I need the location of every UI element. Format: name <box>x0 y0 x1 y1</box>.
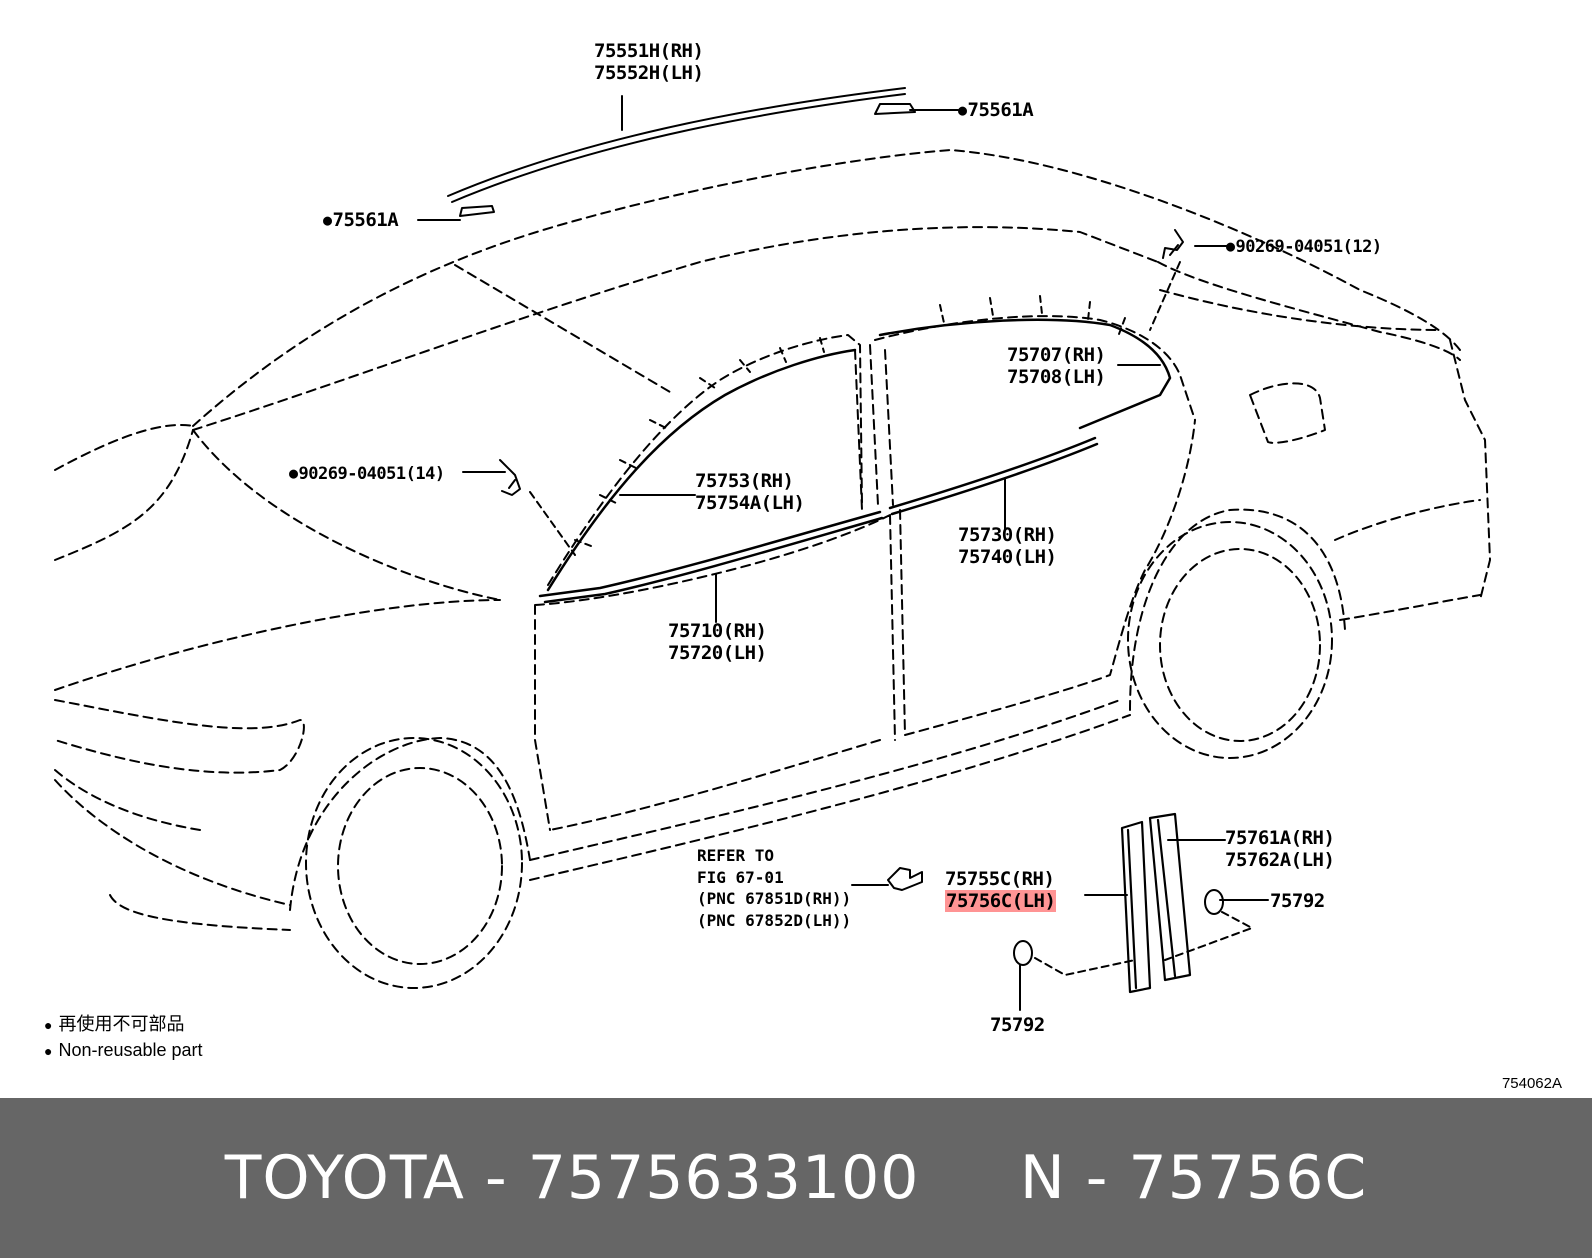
label-b-pillar-garnish-lh: 75762A(LH) <box>1225 849 1335 871</box>
label-front-door-frame-lh: 75754A(LH) <box>695 492 805 514</box>
front-belt-molding <box>538 510 884 604</box>
rear-door-body <box>899 419 1196 736</box>
windshield-edge <box>192 264 671 601</box>
rear-belt-molding <box>888 436 1099 516</box>
front-door-frame <box>547 334 863 586</box>
label-b-pillar-garnish: 75761A(RH) 75762A(LH) <box>1225 827 1335 871</box>
refer-note: REFER TO FIG 67-01 (PNC 67851D(RH)) (PNC… <box>697 845 851 931</box>
front-wheel-arch <box>289 737 531 911</box>
clip-rear-pillar-dash <box>1149 261 1181 331</box>
label-front-belt: 75710(RH) 75720(LH) <box>668 620 767 664</box>
b-pillar <box>854 344 894 511</box>
front-frame-ticks <box>574 337 825 547</box>
label-clip-lower: 75792 <box>990 1014 1045 1036</box>
clip-rear-part <box>874 103 916 115</box>
label-rear-belt-rh: 75730(RH) <box>958 524 1057 546</box>
label-roof-mold: 75551H(RH) 75552H(LH) <box>594 40 704 84</box>
rear-frame-molding <box>878 318 1172 430</box>
label-b-pillar-rear-rh: 75755C(RH) <box>945 868 1055 890</box>
clip-front-part <box>459 205 495 217</box>
front-door-body <box>534 514 896 831</box>
label-rear-door-frame-lh: 75708(LH) <box>1007 366 1106 388</box>
legend-english: Non-reusable part <box>58 1040 203 1060</box>
clip-dash-lines <box>1034 911 1253 976</box>
label-front-door-frame-rh: 75753(RH) <box>695 470 794 492</box>
label-b-pillar-rear-lh: 75756C(LH) <box>945 890 1057 912</box>
roof-outline <box>192 149 1461 427</box>
front-wheel-outer <box>305 737 523 989</box>
refer-line-2: FIG 67-01 <box>697 867 784 887</box>
hood-lines <box>54 424 501 774</box>
legend-english-row: ● Non-reusable part <box>44 1038 203 1064</box>
front-bumper <box>54 769 291 931</box>
bullet-icon: ● <box>44 1017 53 1033</box>
footer-ref-code: N - 75756C <box>1019 1143 1368 1213</box>
refer-bracket <box>887 867 923 891</box>
front-frame-molding <box>546 348 857 592</box>
label-b-pillar-garnish-rh: 75761A(RH) <box>1225 827 1335 849</box>
rear-quarter <box>1334 499 1481 621</box>
rear-wheel-arch <box>1129 508 1346 711</box>
legend-japanese-row: ● 再使用不可部品 <box>44 1012 203 1038</box>
label-front-door-frame: 75753(RH) 75754A(LH) <box>695 470 805 514</box>
bullet-icon: ● <box>44 1043 53 1059</box>
footer-part-number: 7575633100 <box>527 1143 920 1213</box>
clip-rear-pillar-part <box>1162 229 1184 259</box>
rocker <box>529 699 1131 881</box>
label-clip-rear: 75561A <box>958 99 1034 122</box>
fuel-lid <box>1249 382 1326 444</box>
footer-brand: TOYOTA <box>224 1143 465 1213</box>
refer-line-1: REFER TO <box>697 846 775 865</box>
roof-molding <box>447 87 906 203</box>
refer-line-3: (PNC 67851D(RH)) <box>697 889 852 908</box>
clip-front-pillar-part <box>499 459 521 496</box>
label-roof-mold-lh: 75552H(LH) <box>594 62 704 84</box>
rear-frame-ticks <box>939 295 1126 335</box>
label-clip-front: 75561A <box>323 209 399 232</box>
clip-front-pillar-dash <box>529 491 576 556</box>
windshield-top <box>192 226 1159 431</box>
footer-banner: TOYOTA - 7575633100 N - 75756C <box>0 1098 1592 1258</box>
rear-wheel-inner <box>1159 548 1321 742</box>
label-roof-mold-rh: 75551H(RH) <box>594 40 704 62</box>
legend: ● 再使用不可部品 ● Non-reusable part <box>44 1012 203 1064</box>
b-pillar-garnish-part <box>1120 820 1152 994</box>
parts-diagram: 75551H(RH) 75552H(LH) 75561A 75561A 9026… <box>0 0 1592 1098</box>
figure-code: 754062A <box>1501 1075 1562 1092</box>
label-b-pillar-rear: 75755C(RH) 75756C(LH) <box>945 868 1057 912</box>
highlighted-part: 75756C(LH) <box>945 890 1057 912</box>
label-clip-rear-pillar: 90269-04051(12) <box>1226 236 1383 258</box>
label-front-belt-rh: 75710(RH) <box>668 620 767 642</box>
b-pillar-rear-part <box>1148 812 1192 982</box>
footer-gap <box>919 1143 1019 1213</box>
label-rear-door-frame: 75707(RH) 75708(LH) <box>1007 344 1106 388</box>
legend-japanese: 再使用不可部品 <box>58 1014 185 1034</box>
label-rear-belt: 75730(RH) 75740(LH) <box>958 524 1057 568</box>
label-clip-upper: 75792 <box>1270 890 1325 912</box>
trunk-outline <box>1157 261 1491 601</box>
clip-upper-part <box>1204 889 1224 915</box>
label-clip-front-pillar: 90269-04051(14) <box>289 463 446 485</box>
refer-line-4: (PNC 67852D(LH)) <box>697 910 852 930</box>
car-line-drawing <box>54 87 1491 1011</box>
front-wheel-inner <box>337 767 503 965</box>
label-front-belt-lh: 75720(LH) <box>668 642 767 664</box>
clip-lower-part <box>1013 940 1033 966</box>
footer-dash: - <box>464 1143 528 1213</box>
label-rear-door-frame-rh: 75707(RH) <box>1007 344 1106 366</box>
rear-wheel-outer <box>1127 521 1333 759</box>
label-rear-belt-lh: 75740(LH) <box>958 546 1057 568</box>
